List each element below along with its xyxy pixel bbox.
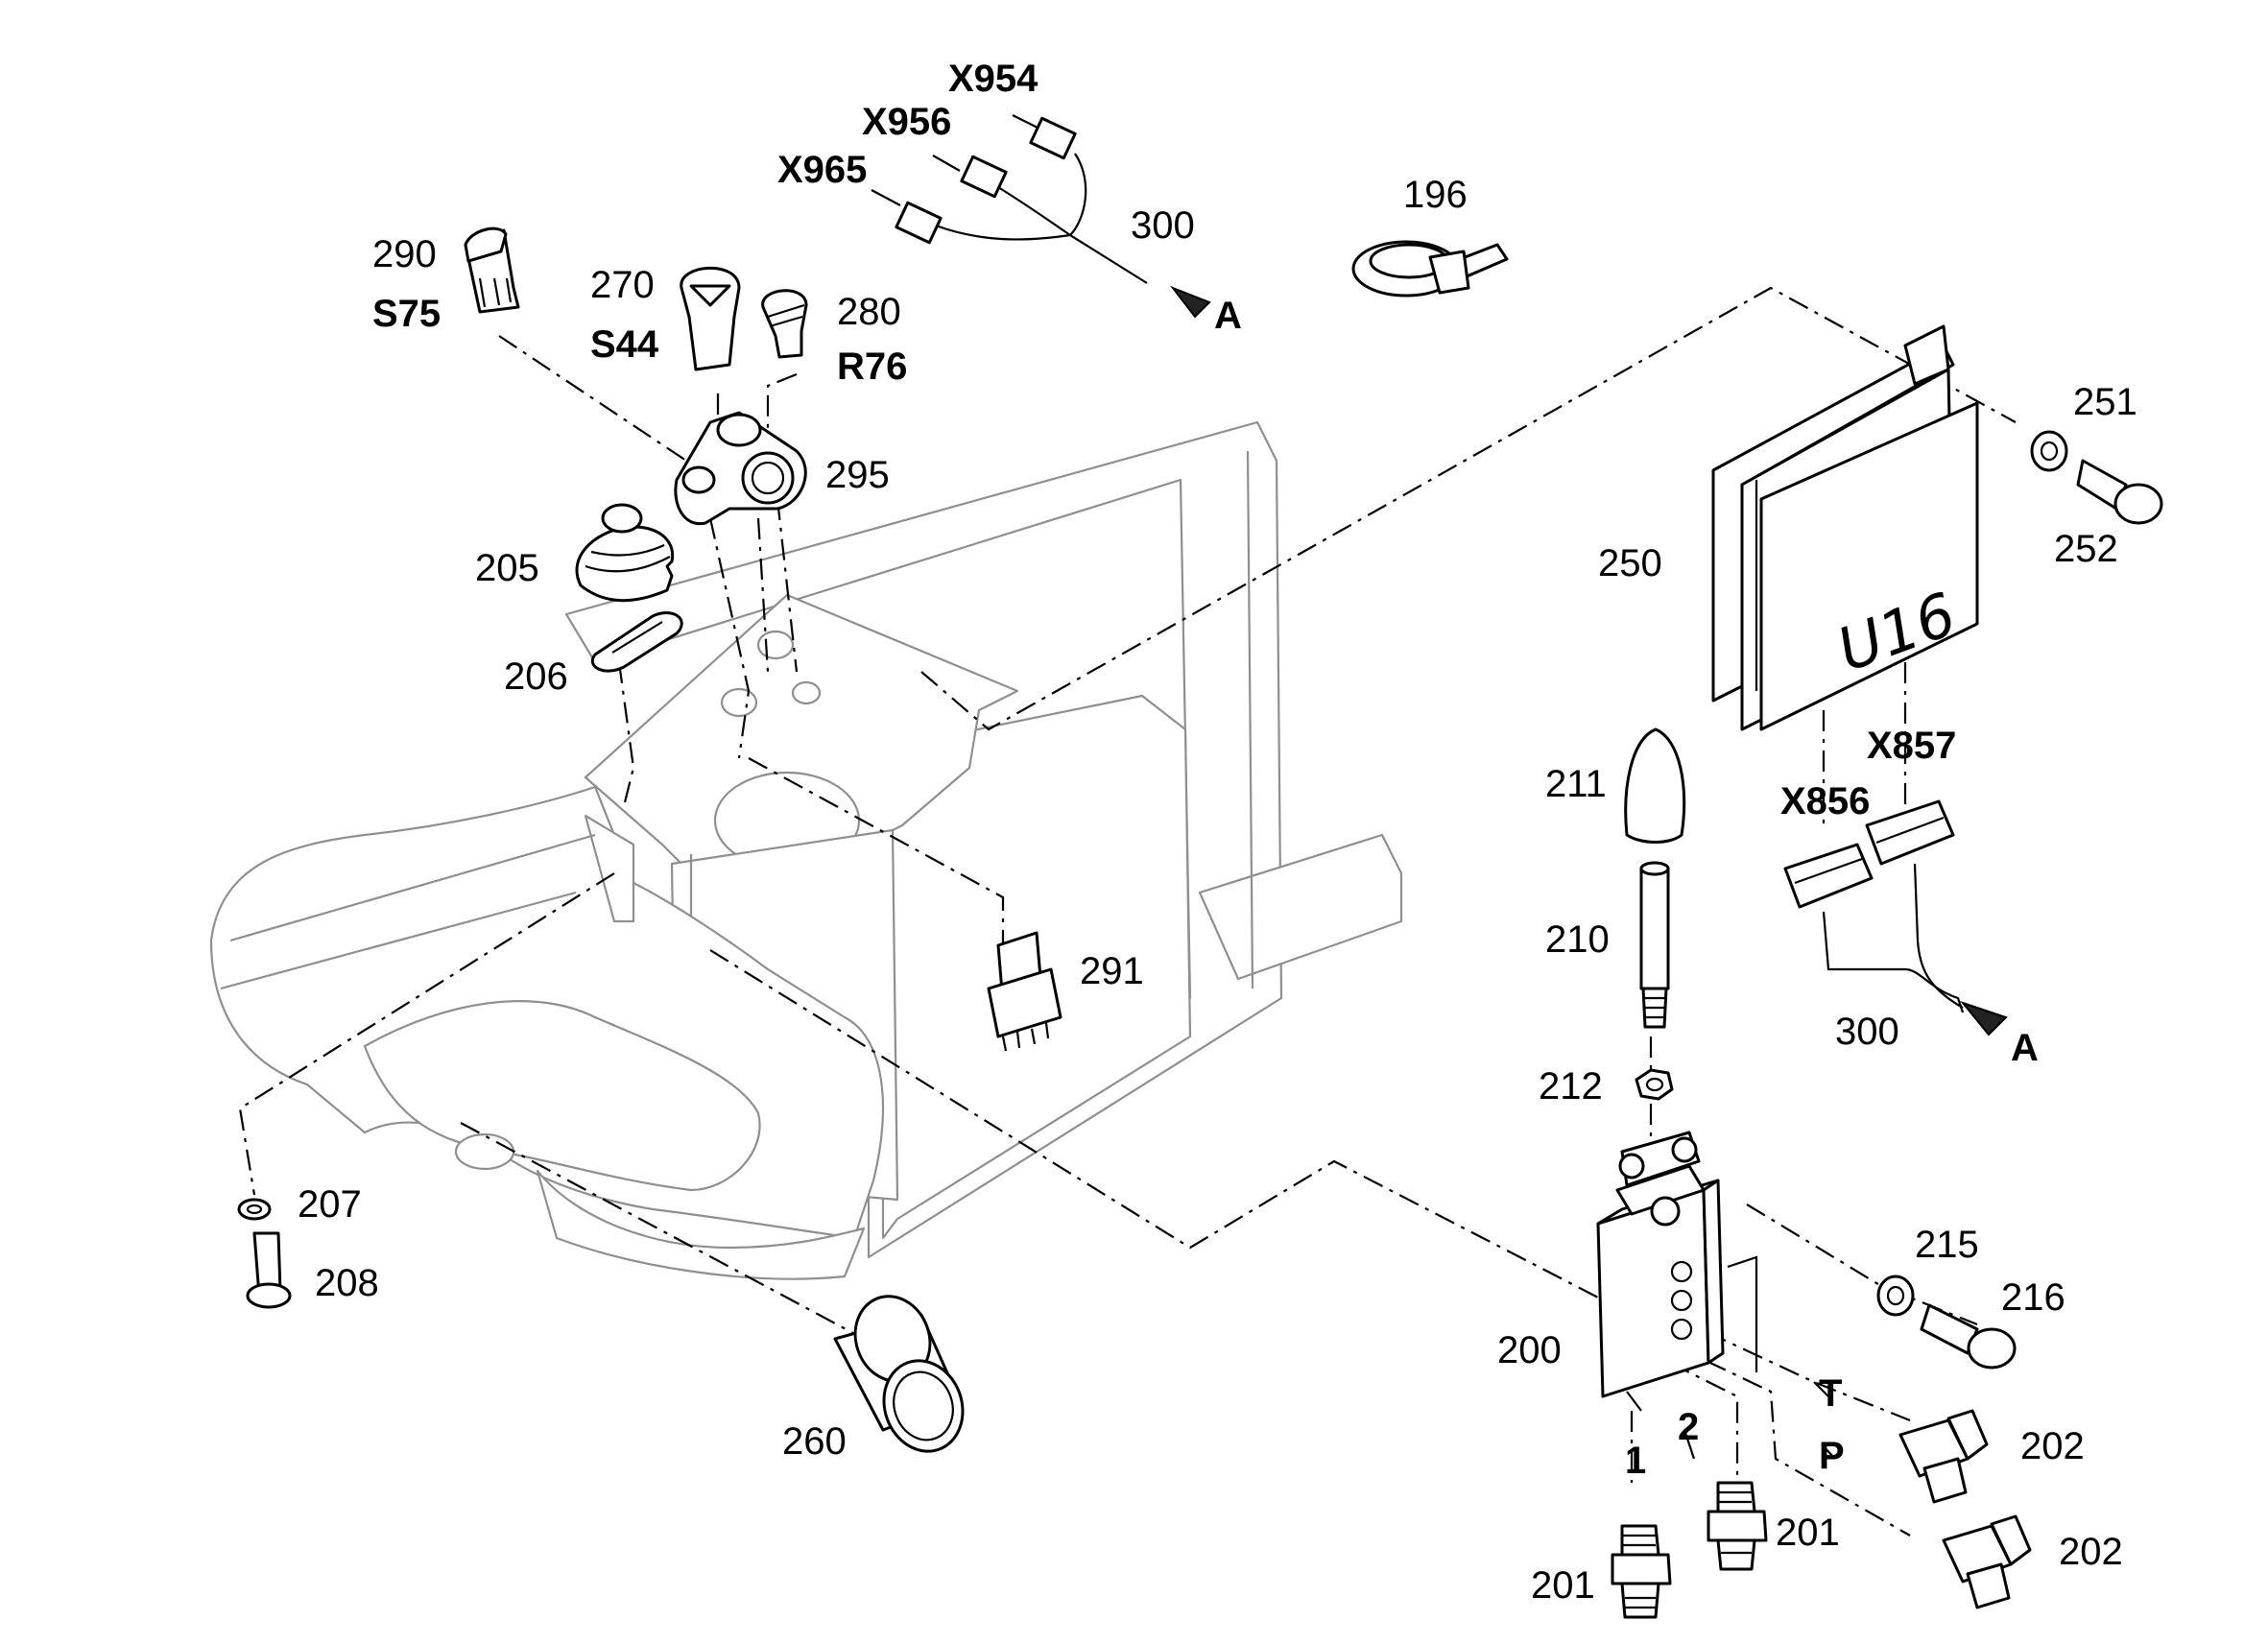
cap-211 — [1624, 727, 1686, 844]
label-x956: X956 — [862, 101, 951, 143]
label-205: 205 — [475, 547, 539, 589]
label-300-b: 300 — [1835, 1011, 1899, 1053]
label-s75: S75 — [372, 293, 441, 335]
label-212: 212 — [1539, 1065, 1603, 1108]
label-r76: R76 — [837, 345, 907, 388]
label-300-a: 300 — [1131, 204, 1195, 247]
part-numbers: 196 200 201 201 202 202 205 206 207 208 … — [298, 174, 2137, 1607]
elbow-fitting-202-t — [1898, 1409, 1989, 1504]
switch-291 — [987, 931, 1062, 1052]
lever-210 — [1639, 861, 1670, 1029]
label-280: 280 — [837, 291, 901, 333]
label-x954: X954 — [948, 58, 1039, 100]
label-210: 210 — [1545, 918, 1610, 961]
switch-270 — [680, 266, 741, 371]
wiring-harness-lower-300 — [1783, 799, 2008, 1036]
label-206: 206 — [504, 655, 568, 698]
port-label-p: P — [1819, 1435, 1845, 1477]
bolt-216 — [1920, 1303, 2017, 1370]
label-252: 252 — [2054, 528, 2118, 570]
washer-207 — [237, 1198, 272, 1221]
bolt-252 — [2076, 459, 2163, 525]
label-208: 208 — [315, 1262, 379, 1304]
label-202-b: 202 — [2059, 1531, 2123, 1573]
arrow-label-a-upper: A — [1214, 295, 1242, 337]
washer-215 — [1876, 1275, 1915, 1317]
label-202-a: 202 — [2020, 1425, 2085, 1467]
label-216: 216 — [2001, 1276, 2065, 1319]
label-251: 251 — [2073, 381, 2137, 423]
designations: X954 X956 X965 X856 X857 S75 S44 R76 U16… — [372, 58, 2039, 1482]
wiring-harness-upper-300 — [895, 116, 1211, 319]
label-295: 295 — [825, 454, 890, 496]
port-label-2: 2 — [1678, 1406, 1699, 1448]
label-leaders — [871, 114, 1836, 1460]
label-x965: X965 — [777, 149, 867, 191]
fitting-201-port-1 — [1611, 1524, 1672, 1619]
gasket-206 — [591, 611, 683, 673]
control-unit-250 — [1711, 324, 1979, 731]
label-200: 200 — [1497, 1329, 1562, 1371]
washer-251 — [2030, 430, 2068, 472]
bolt-208 — [246, 1231, 292, 1309]
elbow-fitting-202-p — [1942, 1514, 2032, 1609]
label-260: 260 — [782, 1420, 847, 1463]
label-211: 211 — [1545, 763, 1607, 805]
label-201-b: 201 — [1776, 1512, 1840, 1554]
label-x856: X856 — [1780, 780, 1870, 822]
label-s44: S44 — [590, 323, 659, 366]
label-290: 290 — [372, 233, 437, 275]
label-207: 207 — [298, 1183, 362, 1226]
fitting-201-port-2 — [1707, 1481, 1768, 1571]
nut-212 — [1635, 1068, 1674, 1101]
switch-290 — [464, 226, 520, 314]
cable-tie-196 — [1351, 240, 1509, 298]
valve-block-200 — [1596, 1131, 1758, 1398]
switch-plate-295 — [674, 411, 807, 526]
label-270: 270 — [590, 264, 655, 306]
port-label-t: T — [1819, 1372, 1842, 1415]
label-291: 291 — [1080, 950, 1144, 992]
machine-frame — [209, 420, 1403, 1280]
label-x857: X857 — [1867, 725, 1956, 767]
label-250: 250 — [1598, 542, 1662, 584]
sleeve-260 — [833, 1295, 965, 1453]
boot-205 — [575, 503, 675, 603]
label-196: 196 — [1403, 174, 1468, 216]
knob-280 — [761, 289, 808, 359]
label-201-a: 201 — [1531, 1564, 1595, 1607]
label-215: 215 — [1915, 1224, 1979, 1266]
port-label-1: 1 — [1625, 1440, 1646, 1482]
arrow-label-a-lower: A — [2011, 1027, 2039, 1069]
